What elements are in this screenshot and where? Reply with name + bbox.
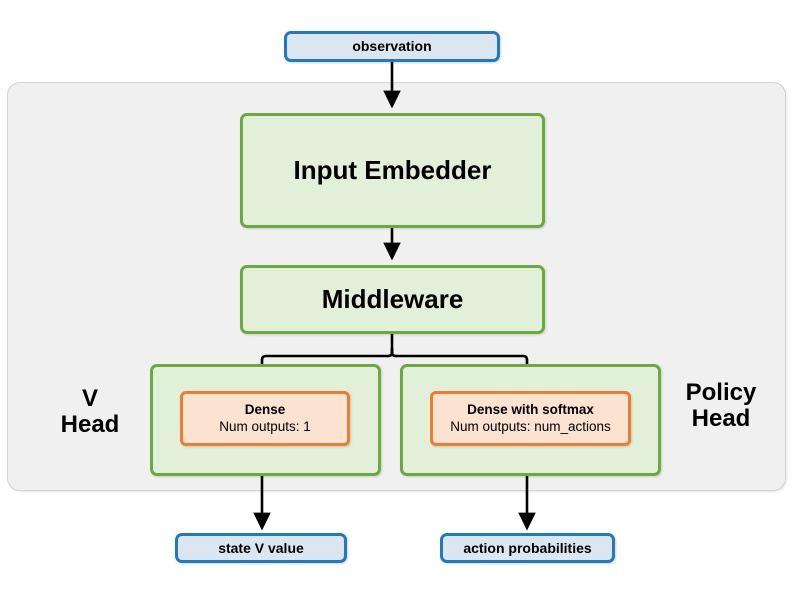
node-middleware-label: Middleware <box>321 284 464 315</box>
group-value-head[interactable]: Dense Num outputs: 1 <box>150 364 381 476</box>
group-policy-head[interactable]: Dense with softmax Num outputs: num_acti… <box>400 364 661 476</box>
node-policy-dense[interactable]: Dense with softmax Num outputs: num_acti… <box>430 391 631 446</box>
node-observation[interactable]: observation <box>284 31 500 62</box>
label-value-head: V Head <box>40 385 140 439</box>
label-policy-head-line1: Policy <box>685 379 757 406</box>
node-state-v-value-label: state V value <box>218 539 304 556</box>
node-input-embedder-label: Input Embedder <box>293 155 492 186</box>
node-value-dense-subtitle: Num outputs: 1 <box>219 419 311 434</box>
node-middleware[interactable]: Middleware <box>240 265 545 334</box>
node-value-dense-title: Dense <box>244 402 286 418</box>
label-policy-head-line2: Head <box>691 405 751 433</box>
node-input-embedder[interactable]: Input Embedder <box>240 113 545 228</box>
node-state-v-value[interactable]: state V value <box>175 533 347 563</box>
label-value-head-line1: V <box>81 385 98 412</box>
node-observation-label: observation <box>352 38 432 55</box>
node-action-probabilities-label: action probabilities <box>463 539 592 556</box>
node-value-dense[interactable]: Dense Num outputs: 1 <box>180 391 350 446</box>
node-policy-dense-subtitle: Num outputs: num_actions <box>450 419 611 434</box>
node-action-probabilities[interactable]: action probabilities <box>440 533 615 563</box>
label-value-head-line2: Head <box>60 411 120 439</box>
label-policy-head: Policy Head <box>666 379 776 433</box>
node-policy-dense-title: Dense with softmax <box>467 402 594 418</box>
